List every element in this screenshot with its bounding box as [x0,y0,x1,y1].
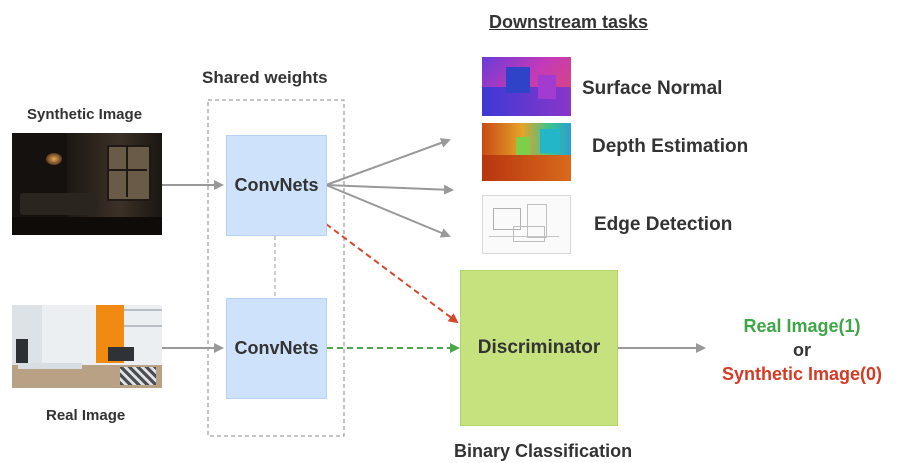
shared-weights-title: Shared weights [202,68,328,87]
synthetic-image-label: Synthetic Image [27,106,143,123]
arrow-to-surface-normal [325,138,451,186]
output-synthetic-label: Synthetic Image(0) [721,364,883,384]
binary-classification-label: Binary Classification [454,441,633,461]
shared-weights-container [207,99,345,437]
convnets-bottom-label: ConvNets [234,338,319,358]
surface-normal-thumbnail [482,57,571,116]
real-image-label: Real Image [46,407,126,424]
task-label-surface-normal: Surface Normal [582,78,723,99]
convnets-top-box: ConvNets [226,135,327,236]
discriminator-label: Discriminator [477,337,601,358]
edge-detection-thumbnail [482,195,571,254]
convnets-bottom-box: ConvNets [226,298,327,399]
output-real-label: Real Image(1) [743,316,861,336]
discriminator-box: Discriminator [460,270,618,426]
arrow-to-edge-detection [325,184,451,238]
output-or-label: or [793,340,811,360]
output-block: Real Image(1) or Synthetic Image(0) [712,314,892,386]
real-image-thumbnail [12,305,162,388]
convnets-top-label: ConvNets [234,175,319,195]
arrow-to-depth-estimation [325,184,454,195]
depth-estimation-thumbnail [482,123,571,181]
arrow-synthetic-features-to-discriminator [325,223,459,324]
synthetic-image-thumbnail [12,133,162,235]
downstream-tasks-title: Downstream tasks [489,12,649,32]
task-label-edge-detection: Edge Detection [594,214,733,235]
task-label-depth-estimation: Depth Estimation [592,136,749,157]
